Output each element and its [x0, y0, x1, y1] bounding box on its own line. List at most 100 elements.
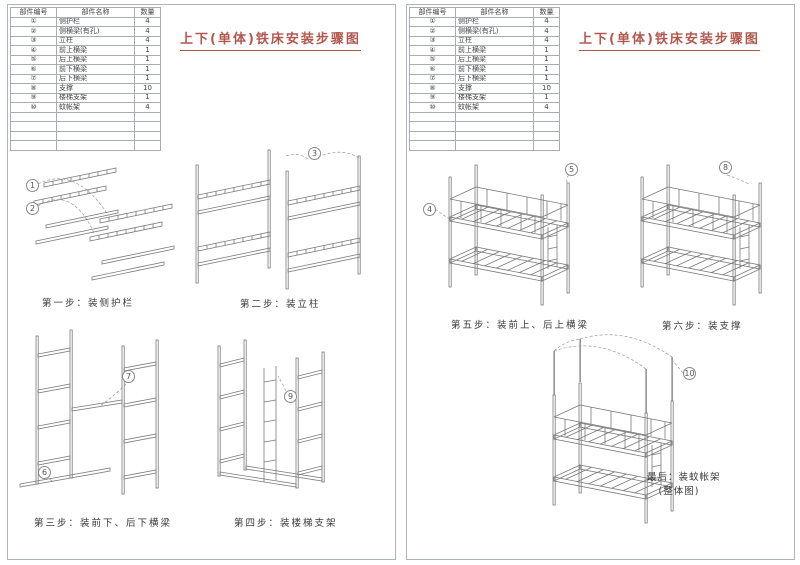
part-number-cell: ③ [409, 35, 456, 46]
step5-diagram [434, 164, 570, 306]
qty-cell: 1 [134, 54, 161, 65]
step6-diagram [640, 164, 762, 306]
part-name-cell: 侧护栏 [56, 16, 135, 27]
part-number-cell: ④ [10, 45, 57, 56]
part-name-cell: 后上横梁 [56, 54, 135, 65]
col-part-number: 部件编号 [409, 7, 456, 18]
qty-cell: 1 [134, 92, 161, 103]
qty-cell: 1 [533, 73, 560, 84]
part-number-cell: ⑧ [409, 83, 456, 94]
part-number-cell: ⑥ [10, 64, 57, 75]
table-row-empty [10, 111, 161, 122]
callout-part-9: 9 [284, 390, 297, 403]
callout-part-3: 3 [308, 147, 321, 160]
part-number-cell: ⑩ [10, 102, 57, 113]
part-number-cell: ⑤ [10, 54, 57, 65]
callout-part-8: 8 [719, 161, 732, 174]
col-qty: 数量 [134, 7, 161, 18]
qty-cell: 4 [533, 35, 560, 46]
table-row-empty [10, 121, 161, 132]
part-name-cell: 蚊帐架 [56, 102, 135, 113]
part-name-cell: 后下横梁 [455, 73, 534, 84]
parts-table-header: 部件编号 部件名称 数量 [10, 7, 161, 18]
part-name-cell: 侧横梁(有孔) [455, 26, 534, 37]
step5-figure: 4 5 第五步：装前上、后上横梁 [419, 157, 604, 335]
step6-caption: 第六步：装支撑 [662, 321, 743, 332]
qty-cell: 10 [134, 83, 161, 94]
qty-cell: 4 [533, 16, 560, 27]
final-step-label: 最后：装蚊帐架 [647, 472, 721, 483]
callout-part-2: 2 [26, 202, 39, 215]
table-row-empty [409, 111, 560, 122]
part-name-cell: 前上横梁 [56, 45, 135, 56]
page-title: 上下(单体)铁床安装步骤图 [180, 28, 361, 51]
part-number-cell: ⑤ [409, 54, 456, 65]
part-number-cell: ② [409, 26, 456, 37]
callout-part-5: 5 [565, 163, 578, 176]
part-name-cell: 前上横梁 [455, 45, 534, 56]
table-row-empty [409, 121, 560, 132]
col-part-number: 部件编号 [10, 7, 57, 18]
step4-caption: 第四步：装楼梯支架 [234, 518, 338, 529]
part-number-cell: ⑧ [10, 83, 57, 94]
step1-figure: 1 2 第一步：装侧护栏 [16, 157, 178, 312]
final-step-diagram [552, 334, 684, 524]
part-number-cell: ⑦ [10, 73, 57, 84]
table-row-empty [409, 140, 560, 151]
qty-cell: 1 [134, 64, 161, 75]
part-name-cell: 立柱 [455, 35, 534, 46]
part-number-cell: ⑦ [409, 73, 456, 84]
qty-cell: 4 [134, 16, 161, 27]
step3-diagram [19, 329, 159, 495]
part-number-cell: ③ [10, 35, 57, 46]
step4-diagram [217, 339, 325, 489]
step3-figure: 7 6 第三步：装前下、后下横梁 [16, 328, 184, 529]
callout-part-1: 1 [26, 179, 39, 192]
qty-cell: 1 [533, 64, 560, 75]
part-name-cell: 侧横梁(有孔) [56, 26, 135, 37]
table-row-empty [10, 140, 161, 151]
qty-cell: 1 [134, 45, 161, 56]
part-name-cell: 后上横梁 [455, 54, 534, 65]
step2-diagram [195, 149, 361, 290]
qty-cell: 10 [533, 83, 560, 94]
table-row-empty [10, 130, 161, 141]
part-name-cell: 侧护栏 [455, 16, 534, 27]
qty-cell: 4 [134, 35, 161, 46]
part-number-cell: ⑨ [10, 92, 57, 103]
qty-cell: 4 [533, 26, 560, 37]
qty-cell: 1 [533, 45, 560, 56]
part-name-cell: 蚊帐架 [455, 102, 534, 113]
col-part-name: 部件名称 [455, 7, 534, 18]
qty-cell: 4 [134, 102, 161, 113]
part-number-cell: ⑨ [409, 92, 456, 103]
step3-caption: 第三步：装前下、后下横梁 [34, 518, 173, 529]
part-number-cell: ⑩ [409, 102, 456, 113]
qty-cell: 1 [134, 73, 161, 84]
step1-caption: 第一步：装侧护栏 [42, 298, 135, 309]
step1-diagram [33, 167, 175, 281]
part-name-cell: 支撑 [455, 83, 534, 94]
part-number-cell: ⑥ [409, 64, 456, 75]
part-name-cell: 前下横梁 [455, 64, 534, 75]
part-name-cell: 楼梯支架 [455, 92, 534, 103]
table-row-empty [409, 130, 560, 141]
qty-cell: 4 [533, 102, 560, 113]
